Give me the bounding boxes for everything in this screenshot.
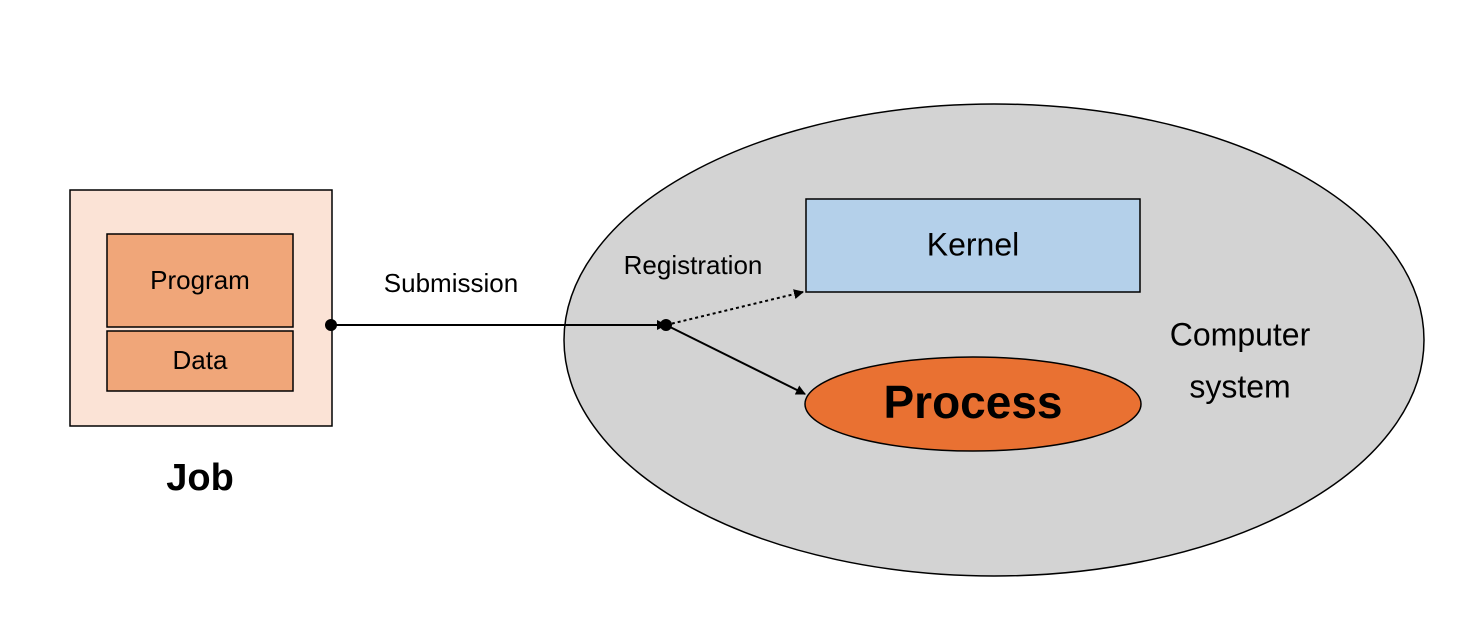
kernel-box <box>805 198 1141 293</box>
program-label: Program <box>150 265 250 295</box>
data-label: Data <box>173 345 228 375</box>
computer-system-ellipse <box>563 103 1425 577</box>
program-box <box>106 233 294 328</box>
submission-label: Submission <box>384 268 518 298</box>
data-box <box>106 330 294 392</box>
kernel-label: Kernel <box>927 226 1020 262</box>
submission-start-dot <box>325 319 337 331</box>
process-label: Process <box>883 376 1062 428</box>
computer-system-label-line2: system <box>1189 368 1290 404</box>
job-label: Job <box>166 457 234 499</box>
process-ellipse <box>804 356 1142 452</box>
registration-label: Registration <box>624 250 763 280</box>
computer-system-label-line1: Computer <box>1170 316 1311 352</box>
process-arrow <box>665 324 806 395</box>
